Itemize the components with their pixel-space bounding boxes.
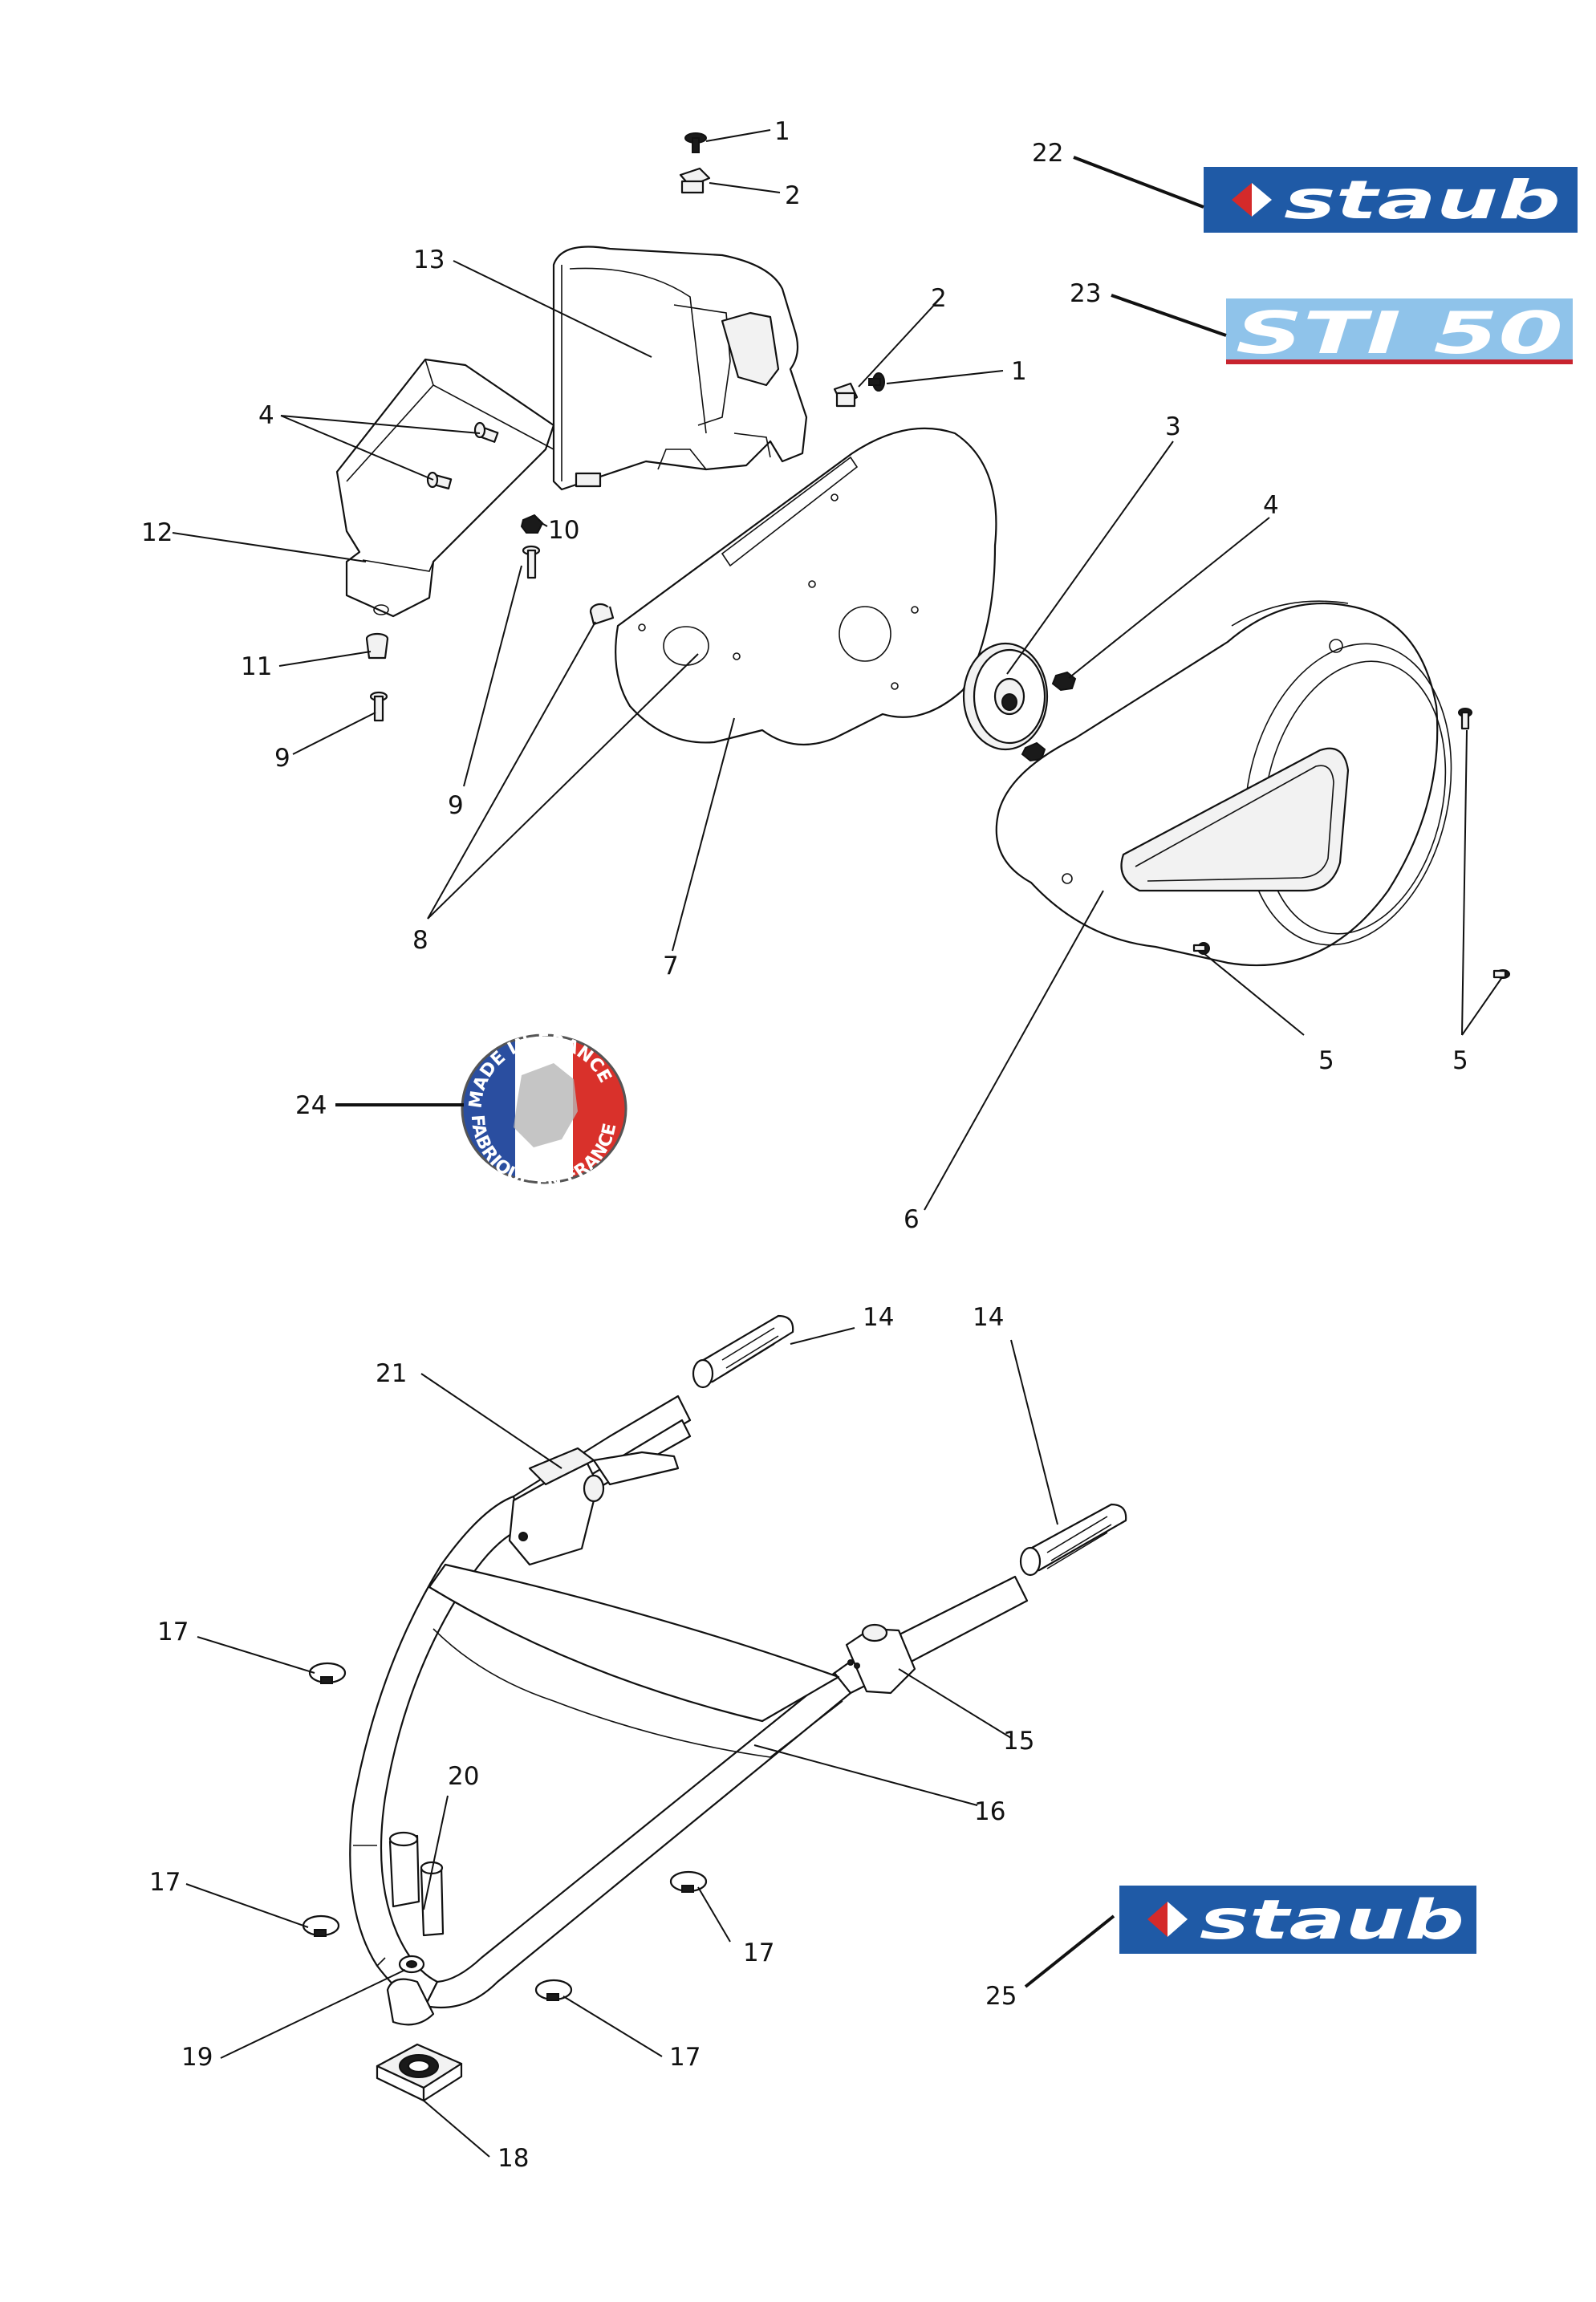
pulley-part-3 [962, 642, 1049, 751]
callout-4-pulley: 4 [1263, 491, 1279, 520]
callout-14-right: 14 [973, 1303, 1004, 1332]
handlebar-frame-part-16 [349, 1395, 1029, 2009]
clamp-part-15 [845, 1623, 916, 1695]
callout-9-left: 9 [274, 744, 290, 773]
grip-part-14-right [1019, 1503, 1127, 1577]
spacer-part-11 [365, 632, 389, 660]
staub-logo-top: staub [1204, 167, 1578, 233]
upper-cover-part-13 [552, 246, 808, 491]
callout-2-top: 2 [785, 181, 801, 210]
belt-cover-part-6 [995, 600, 1452, 967]
pin-part-20 [388, 1831, 445, 1937]
made-in-france-seal: MADE IN FRANCE FABRIQUÉ EN FRANCE [461, 1031, 627, 1192]
callout-3: 3 [1165, 412, 1181, 441]
screw-part-5-top [1458, 708, 1472, 730]
nut-part-10 [520, 514, 544, 534]
callout-7: 7 [663, 952, 679, 980]
callout-24: 24 [295, 1091, 327, 1120]
clip-nut-part-2-right [833, 382, 859, 408]
callout-5-right: 5 [1452, 1046, 1468, 1075]
swivel-base [386, 1978, 435, 2026]
callout-20: 20 [448, 1762, 479, 1791]
clip-nut-part-2-top [679, 167, 711, 194]
callout-22: 22 [1032, 139, 1063, 168]
washer-part-19 [398, 1955, 425, 1974]
screw-part-5-bottom [1492, 969, 1510, 979]
callout-17-upper-left: 17 [157, 1618, 189, 1646]
callout-5-cover: 5 [1318, 1046, 1334, 1075]
callout-2-right: 2 [931, 284, 947, 313]
callout-25: 25 [985, 1982, 1017, 2011]
callout-12: 12 [141, 518, 173, 547]
callout-14-left: 14 [863, 1303, 894, 1332]
callout-16: 16 [974, 1797, 1005, 1826]
callout-17-bottom: 17 [669, 2043, 701, 2072]
callout-18: 18 [497, 2144, 529, 2173]
screw-part-1-top [684, 132, 707, 153]
callout-13: 13 [413, 246, 445, 274]
hose-clip-part-17-c [669, 1870, 708, 1893]
callout-21: 21 [376, 1359, 407, 1388]
callout-17-lower-left: 17 [149, 1868, 181, 1897]
callout-11: 11 [241, 652, 272, 681]
sti50-model-text: STI 50 [1236, 299, 1563, 367]
callout-6: 6 [904, 1205, 920, 1234]
hose-clip-part-17-d [534, 1979, 573, 2001]
callout-9-center: 9 [448, 791, 464, 820]
bolt-part-9-left [369, 691, 388, 722]
mounting-plate-part-7 [615, 427, 997, 746]
callout-10: 10 [548, 516, 579, 545]
screw-part-1-right [868, 372, 885, 392]
staub-logo-bottom-text: staub [1200, 1889, 1464, 1952]
callout-1-right: 1 [1011, 357, 1027, 386]
bushing-part-8-a [589, 603, 615, 626]
callout-8: 8 [412, 926, 428, 955]
hose-clip-part-17-b [302, 1914, 340, 1937]
callout-numbers: 1 2 13 2 1 22 23 4 3 4 10 12 11 9 9 8 7 … [141, 117, 1468, 2173]
leader-lines [172, 129, 1503, 2158]
callout-15: 15 [1003, 1727, 1034, 1756]
hose-clip-part-17-a [308, 1662, 347, 1684]
staub-logo-bottom: staub [1119, 1886, 1476, 1954]
throttle-lever-part-21 [508, 1447, 680, 1566]
staub-logo-top-text: staub [1284, 169, 1561, 231]
callout-1-top: 1 [774, 117, 790, 146]
callout-4-bracket: 4 [258, 401, 274, 430]
bolt-part-9-center [522, 545, 541, 579]
ratchet-plate-part-18 [376, 2043, 463, 2102]
grip-part-14-left [692, 1314, 794, 1389]
callout-19: 19 [181, 2043, 213, 2072]
sti50-model-badge: STI 50 [1226, 298, 1573, 367]
callout-17-center: 17 [743, 1939, 774, 1967]
callout-23: 23 [1070, 279, 1101, 308]
